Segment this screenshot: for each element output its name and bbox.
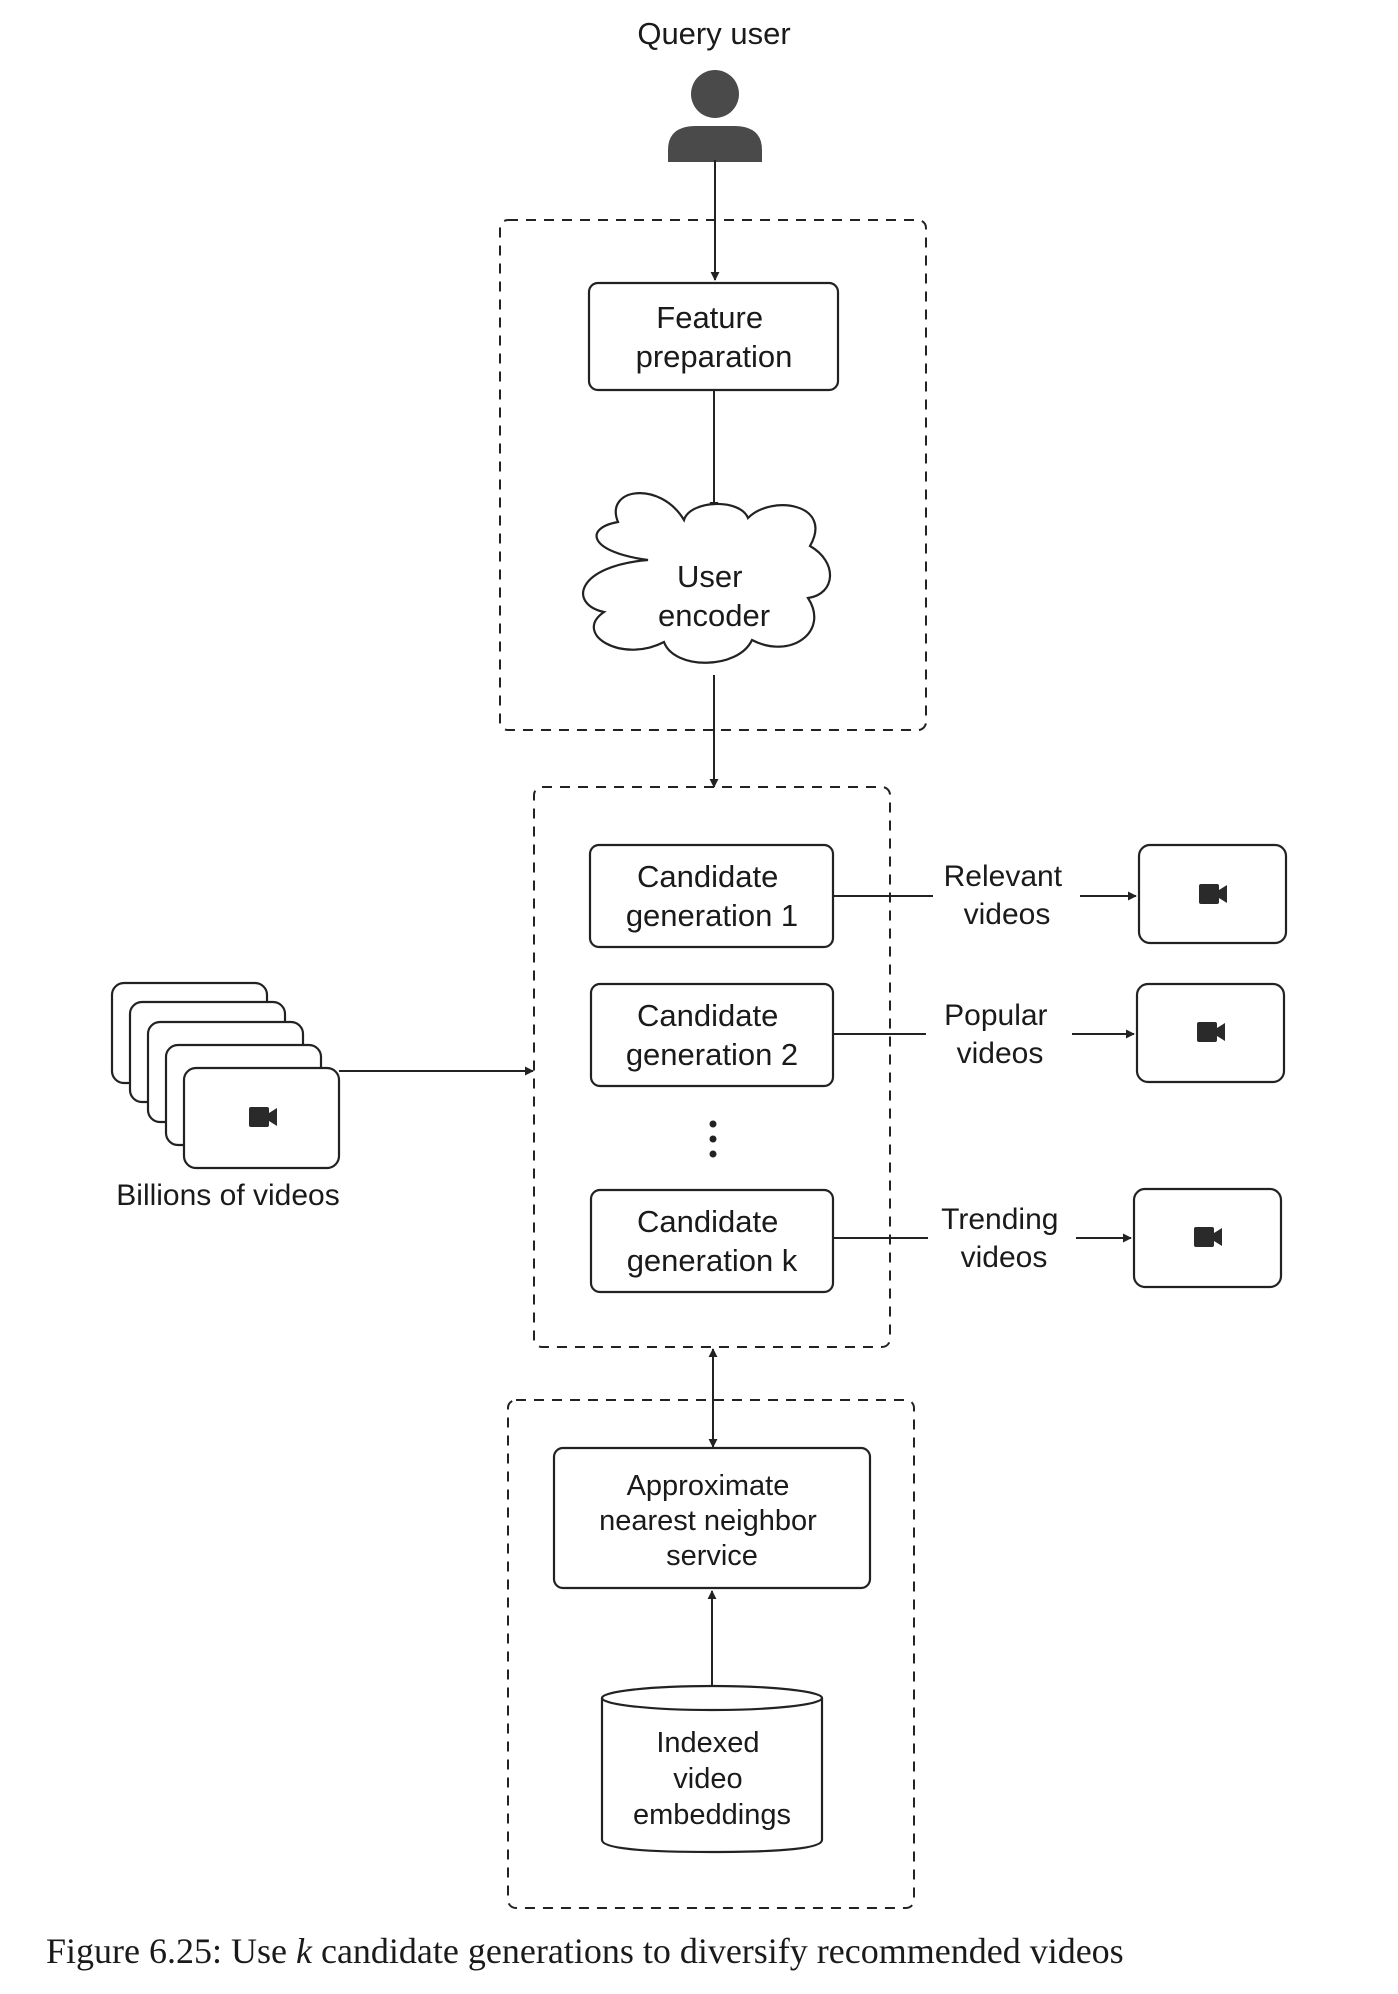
query-user-label: Query user bbox=[637, 16, 790, 51]
candidate-generation-1-label: Candidate generation 1 bbox=[626, 859, 798, 933]
figure-caption: Figure 6.25: Use k candidate generations… bbox=[46, 1931, 1124, 1971]
ann-group bbox=[507, 1399, 915, 1909]
ann-service-box bbox=[552, 1446, 872, 1590]
candidate-generation-k-label: Candidate generation k bbox=[627, 1204, 798, 1278]
popular-videos-label: Popular videos bbox=[944, 999, 1056, 1070]
indexed-embeddings-cylinder bbox=[600, 1684, 824, 1854]
ellipsis-dots bbox=[709, 1120, 717, 1158]
trending-videos-label: Trending videos bbox=[941, 1203, 1067, 1274]
user-tower-group bbox=[499, 219, 927, 731]
candidate-generation-2-label: Candidate generation 2 bbox=[626, 998, 798, 1072]
billions-of-videos-stack bbox=[110, 981, 341, 1170]
feature-preparation-label: Feature preparation bbox=[636, 300, 793, 374]
relevant-videos-label: Relevant videos bbox=[944, 860, 1071, 931]
user-encoder-label: User encoder bbox=[658, 559, 770, 633]
candidate-generation-group bbox=[533, 786, 891, 1348]
ann-service-label: Approximate nearest neighbor service bbox=[599, 1470, 825, 1572]
user-icon bbox=[668, 70, 762, 162]
indexed-embeddings-label: Indexed video embeddings bbox=[633, 1727, 791, 1831]
billions-of-videos-label: Billions of videos bbox=[116, 1179, 339, 1212]
user-encoder-cloud bbox=[582, 492, 832, 664]
candidate-generation-k-box bbox=[589, 1188, 835, 1294]
